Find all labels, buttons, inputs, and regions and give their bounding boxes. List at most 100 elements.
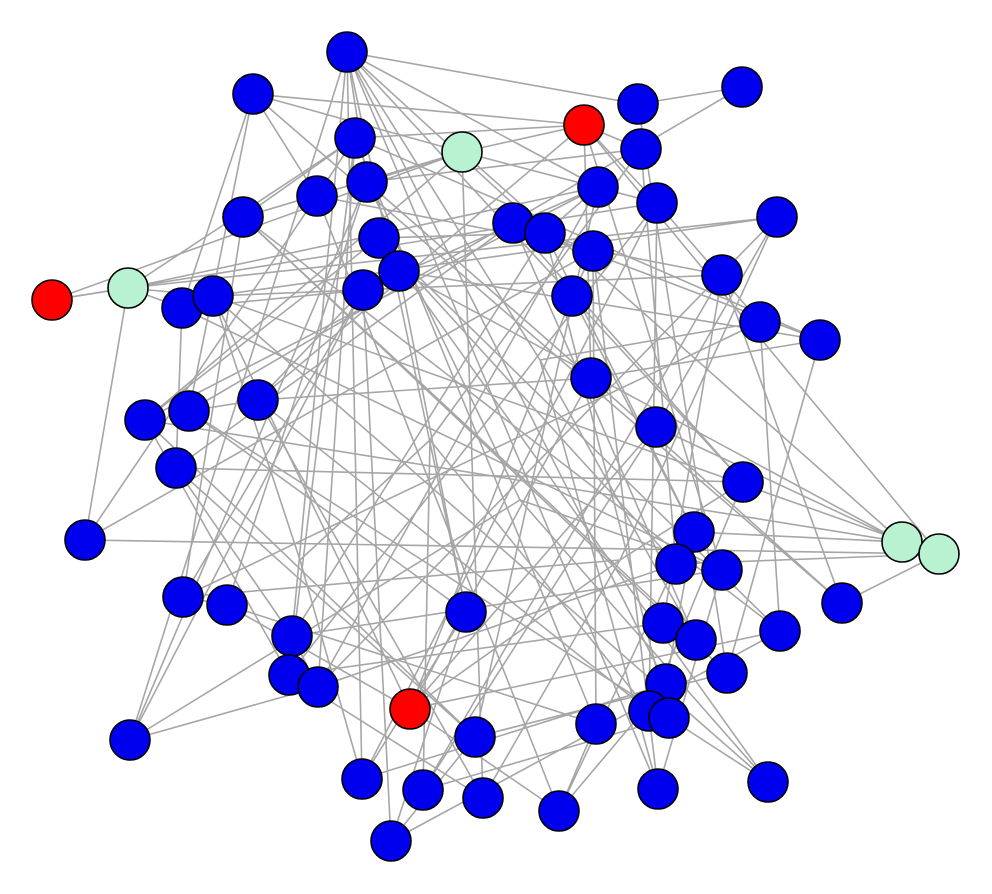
graph-node-default [756,196,798,238]
graph-edge [144,151,463,421]
graph-node-default [572,230,614,272]
graph-edge [619,216,778,561]
graph-node-default [739,301,781,343]
graph-edge [361,683,667,780]
graph-edge [693,531,903,543]
graph-edge [291,569,723,637]
graph-edge [317,563,677,688]
graph-edge [317,216,778,688]
graph-node-default [237,379,279,421]
graph-edge [571,295,695,533]
graph-edge [366,148,642,183]
graph-edge [317,137,356,688]
graph-edge [212,216,778,297]
graph-edge [461,124,585,153]
graph-node-default [341,758,383,800]
graph-edge [346,51,744,483]
graph-node-red [31,279,73,321]
graph-edge [288,622,664,676]
graph-node-default [706,652,748,694]
graph-node-mint [107,267,149,309]
graph-node-default [297,666,339,708]
graph-node-default [575,703,617,745]
graph-node-default [109,719,151,761]
graph-edge [409,295,573,710]
graph-node-default [538,790,580,832]
graph-node-default [675,619,717,661]
graph-edge [378,237,769,783]
graph-edge [84,287,129,541]
edge-layer [51,51,940,842]
graph-node-default [124,399,166,441]
graph-edge [409,559,621,710]
graph-edge [409,630,781,710]
graph-node-default [570,357,612,399]
graph-node-default [162,576,204,618]
graph-edge [655,216,778,428]
graph-edge [291,232,546,637]
graph-edge [84,195,318,541]
graph-edge [212,295,411,710]
node-layer [31,31,960,862]
graph-node-default [636,182,678,224]
graph-edge [212,274,723,297]
graph-edge [390,611,467,842]
graph-node-default [454,716,496,758]
graph-node-default [334,117,376,159]
graph-node-default [635,406,677,448]
graph-edge [398,270,903,543]
graph-edge [422,274,723,791]
graph-edge [429,439,650,712]
graph-node-default [759,610,801,652]
graph-edge [299,439,431,561]
graph-edge [422,717,670,791]
graph-node-default [799,319,841,361]
graph-edge [590,377,843,604]
graph-edge [257,289,364,401]
graph-edge [181,93,254,309]
graph-node-default [232,73,274,115]
graph-edge [655,426,903,543]
graph-node-default [721,66,763,108]
graph-node-default [445,591,487,633]
graph-edge [144,237,380,421]
graph-node-default [358,217,400,259]
graph-node-mint [881,521,923,563]
graph-edge [129,289,364,741]
graph-edge [257,399,650,712]
graph-edge [288,202,658,676]
graph-edge [299,559,363,780]
graph-edge [354,124,585,139]
graph-edge [127,216,778,289]
graph-node-default [370,820,412,862]
graph-node-default [642,602,684,644]
graph-node-default [577,166,619,208]
graph-node-default [551,275,593,317]
graph-edge [226,604,411,710]
graph-node-default [701,549,743,591]
graph-edge [129,499,521,741]
graph-node-red [563,104,605,146]
graph-edge [317,186,599,688]
graph-edge [366,181,592,379]
graph-node-default [64,519,106,561]
graph-node-default [342,269,384,311]
graph-edge [257,399,484,799]
graph-node-default [271,615,313,657]
graph-node-default [326,31,368,73]
graph-edge [409,708,560,812]
graph-edge [188,410,670,719]
graph-node-default [206,584,248,626]
graph-edge [129,181,368,741]
graph-edge [346,51,541,361]
graph-node-red [389,688,431,730]
graph-node-default [402,769,444,811]
graph-node-mint [918,533,960,575]
graph-edge [144,419,476,738]
graph-node-default [620,128,662,170]
graph-edge [482,559,621,799]
graph-node-default [637,768,679,810]
graph-node-default [655,543,697,585]
graph-node-default [222,196,264,238]
graph-node-default [524,212,566,254]
